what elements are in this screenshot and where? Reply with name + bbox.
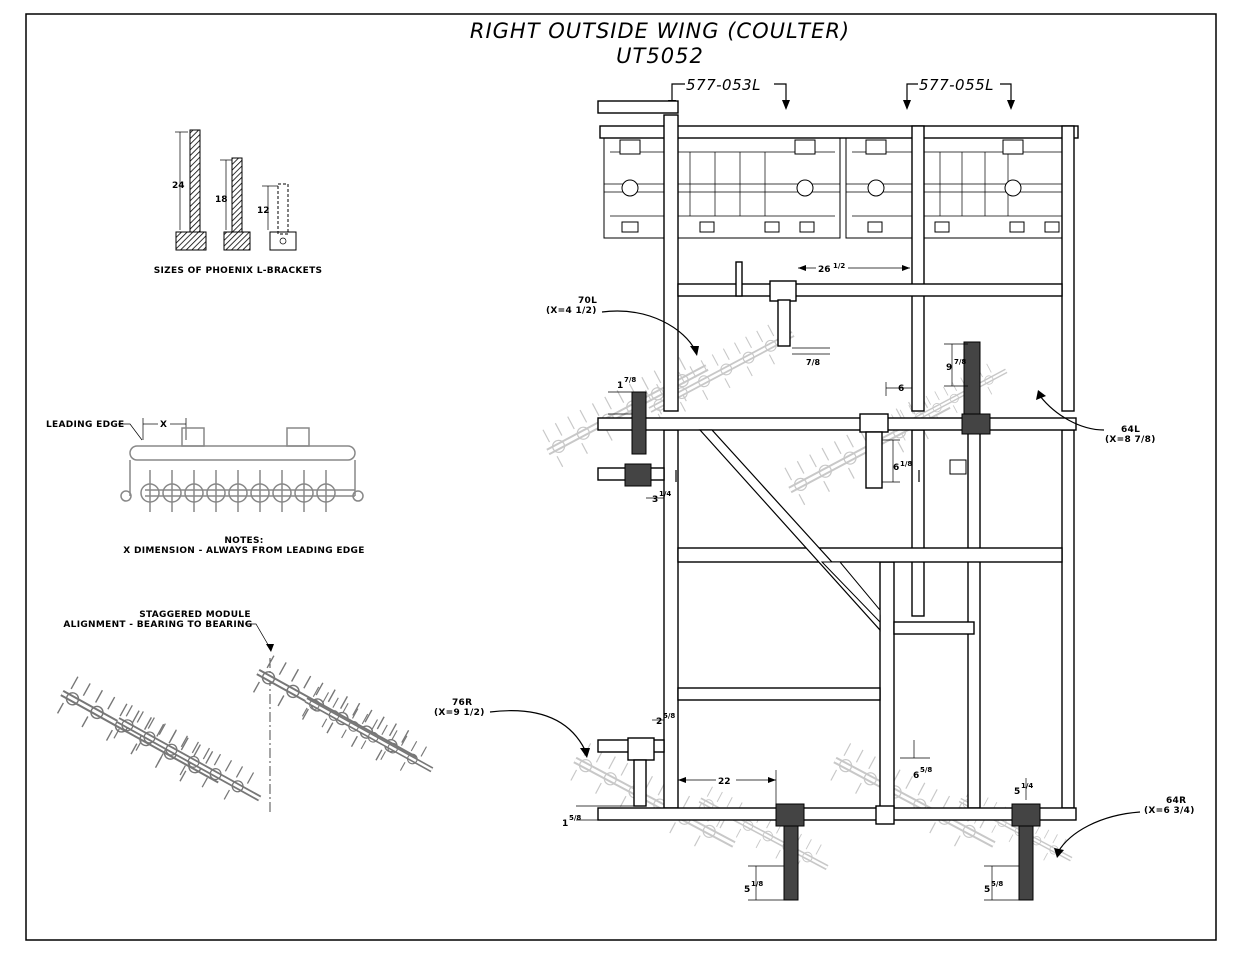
svg-text:X: X [160,420,167,430]
svg-text:1/4: 1/4 [1021,782,1033,790]
svg-text:7/8: 7/8 [806,358,820,367]
svg-text:6: 6 [898,384,904,394]
svg-text:22: 22 [718,777,731,787]
svg-text:6: 6 [893,463,899,473]
l-bracket-sizes: 24 18 12 SIZES OF PHOENIX L-BRACKETS [154,129,323,276]
svg-text:5/8: 5/8 [663,712,675,720]
svg-text:1/2: 1/2 [833,262,845,270]
svg-text:1/8: 1/8 [751,880,763,888]
svg-text:5: 5 [984,885,990,895]
drawing-model: UT5052 [616,44,704,68]
mount-64l [859,413,967,489]
staggered-module-detail: STAGGERED MODULE ALIGNMENT - BEARING TO … [52,610,440,815]
dimensions: 26 1/2 7/8 9 7/8 6 1 7/8 6 1/8 3 1/4 [562,262,1033,901]
svg-text:64R: 64R [1166,796,1186,806]
svg-text:(X=9 1/2): (X=9 1/2) [434,708,485,718]
svg-text:9: 9 [946,363,952,373]
svg-text:577-055L: 577-055L [919,76,994,94]
part-number-577-055l: 577-055L [903,76,1015,110]
svg-text:5: 5 [744,885,750,895]
leading-edge-label: LEADING EDGE [46,420,124,430]
svg-text:76R: 76R [452,698,472,708]
svg-text:5/8: 5/8 [569,814,581,822]
main-frame [538,100,1079,901]
svg-text:12: 12 [257,206,270,216]
svg-text:1: 1 [617,381,623,391]
part-number-577-053l: 577-053L [668,76,790,110]
svg-text:26: 26 [818,265,831,275]
svg-text:5: 5 [1014,787,1020,797]
svg-text:577-053L: 577-053L [686,76,761,94]
bracket-18: 18 [215,157,251,251]
brackets-caption: SIZES OF PHOENIX L-BRACKETS [154,266,323,276]
svg-text:18: 18 [215,195,228,205]
svg-text:7/8: 7/8 [954,358,966,366]
top-coulter-module [597,100,1079,239]
svg-text:24: 24 [172,181,185,191]
svg-text:3: 3 [652,495,658,505]
mount-70l [735,261,797,347]
svg-text:(X=8 7/8): (X=8 7/8) [1105,435,1156,445]
svg-text:STAGGERED MODULE: STAGGERED MODULE [139,610,251,620]
callout-70l: 70L (X=4 1/2) [546,296,699,356]
svg-text:1/4: 1/4 [659,490,671,498]
svg-text:(X=4 1/2): (X=4 1/2) [546,306,597,316]
svg-text:64L: 64L [1121,425,1140,435]
sheet-border [25,13,1217,941]
ghost-rakes [538,316,1079,881]
svg-text:2: 2 [656,717,662,727]
svg-text:70L: 70L [578,296,597,306]
hatched-brackets [624,341,1041,901]
svg-text:(X=6 3/4): (X=6 3/4) [1144,806,1195,816]
bracket-24: 24 [172,129,207,251]
callout-64l: 64L (X=8 7/8) [1036,390,1156,445]
svg-text:1: 1 [562,819,568,829]
svg-text:5/8: 5/8 [920,766,932,774]
svg-text:1/8: 1/8 [900,460,912,468]
svg-text:6: 6 [913,771,919,781]
callout-76r: 76R (X=9 1/2) [434,698,590,758]
bracket-12: 12 [257,183,297,251]
svg-text:7/8: 7/8 [624,376,636,384]
leading-edge-detail: LEADING EDGE X NOTES: X DIMENSION - ALWA… [46,418,364,556]
notes-text: X DIMENSION - ALWAYS FROM LEADING EDGE [123,546,364,556]
callout-64r: 64R (X=6 3/4) [1054,796,1195,858]
svg-text:ALIGNMENT - BEARING TO BEARING: ALIGNMENT - BEARING TO BEARING [63,620,252,630]
notes-heading: NOTES: [224,536,263,546]
drawing-title: RIGHT OUTSIDE WING (COULTER) [470,19,850,43]
svg-text:5/8: 5/8 [991,880,1003,888]
